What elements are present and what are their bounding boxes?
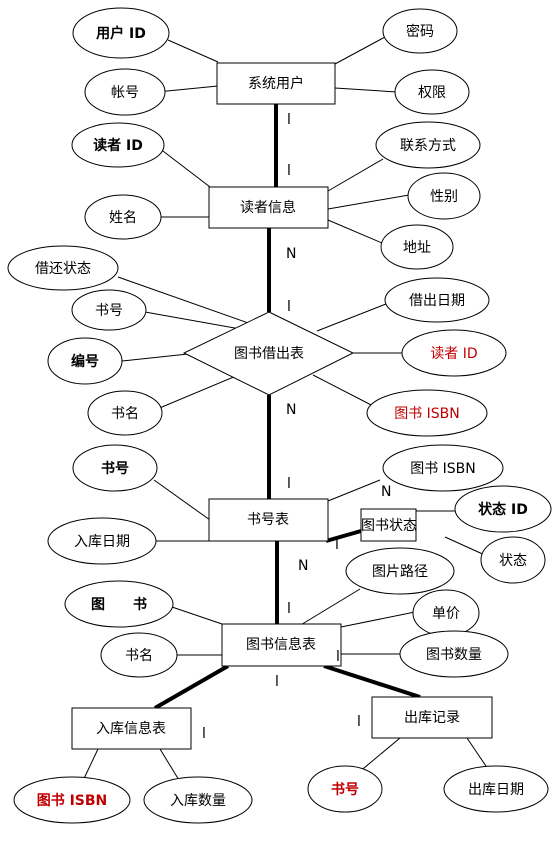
label-book-isbn-b: 图书 ISBN (410, 461, 476, 477)
label-book-no-b: 书号 (101, 460, 129, 477)
attribute-user-id (72, 7, 170, 59)
svg-text:图书状态: 图书状态 (361, 518, 417, 534)
label-book-no-c: 书号 (331, 781, 359, 798)
attribute-in-date (47, 517, 157, 565)
attribute-book-isbn-b (382, 444, 504, 492)
cardinality-one: l (287, 601, 291, 617)
svg-text:出库记录: 出库记录 (404, 710, 460, 726)
attribute-contact (375, 121, 481, 169)
attribute-reader-id-fk (401, 329, 507, 377)
label-permission: 权限 (418, 85, 446, 101)
cardinality-one: l (336, 649, 340, 665)
attribute-number (47, 337, 123, 385)
entity-system-user: 系统用户 (216, 62, 336, 105)
entity-booknum-table: 书号表 (208, 498, 329, 542)
label-unit-price: 单价 (432, 606, 460, 622)
attribute-in-qty (143, 776, 253, 824)
svg-text:系统用户: 系统用户 (248, 75, 304, 92)
relationship-lines (154, 104, 421, 710)
entity-book-status: 图书状态 (360, 508, 417, 542)
label-book-isbn-c: 图书 ISBN (37, 792, 108, 809)
cardinality-one: l (287, 476, 291, 492)
label-book-no-a: 书号 (95, 303, 123, 319)
attribute-book-isbn-fk (366, 389, 488, 437)
cardinality-one: l (287, 112, 291, 128)
svg-text:图书信息表: 图书信息表 (246, 636, 316, 653)
cardinality-one: l (202, 726, 206, 742)
cardinality-one: l (357, 714, 361, 730)
label-contact: 联系方式 (400, 138, 456, 154)
relationship-borrow-table: 图书借出表 (182, 311, 355, 396)
attribute-out-date (443, 765, 549, 813)
label-out-date: 出库日期 (468, 782, 524, 798)
attribute-name (84, 194, 162, 240)
svg-text:入库信息表: 入库信息表 (96, 720, 166, 737)
label-address: 地址 (403, 240, 431, 256)
cardinality-labels: l l N l N l N l N l l l l l (202, 112, 391, 742)
entity-reader-info: 读者信息 (208, 186, 329, 229)
label-number: 编号 (71, 353, 99, 370)
attribute-gender (407, 172, 481, 220)
cardinality-n: N (298, 558, 308, 574)
label-gender: 性别 (430, 189, 458, 205)
label-image-path: 图片路径 (372, 564, 428, 580)
cardinality-one: l (275, 674, 279, 690)
attribute-labels: 用户 ID 密码 帐号 权限 读者 ID 联系方式 性别 姓名 地址 借还状态 … (35, 23, 528, 809)
label-account: 帐号 (111, 85, 139, 101)
entity-out-record: 出库记录 (371, 696, 493, 739)
attribute-status-id (454, 485, 552, 533)
label-book-isbn-fk: 图书 ISBN (394, 406, 460, 422)
label-book-qty: 图书数量 (426, 647, 482, 663)
svg-text:图书借出表: 图书借出表 (234, 346, 304, 362)
label-name: 姓名 (109, 210, 137, 226)
attribute-status (480, 536, 546, 584)
label-reader-id: 读者 ID (93, 137, 143, 154)
label-user-id: 用户 ID (96, 25, 146, 42)
attribute-ellipses (7, 7, 552, 824)
attribute-image-path (345, 547, 455, 595)
label-status-id: 状态 ID (478, 501, 528, 518)
attribute-book-pk (64, 580, 174, 628)
attribute-password (382, 8, 458, 54)
svg-text:书号表: 书号表 (247, 512, 289, 528)
label-book-pk: 图 书 (91, 596, 147, 613)
label-in-qty: 入库数量 (170, 793, 226, 809)
attribute-book-no-a (71, 289, 147, 331)
svg-text:读者信息: 读者信息 (240, 199, 296, 216)
entity-in-info-table: 入库信息表 (71, 707, 192, 750)
attribute-permission (394, 69, 470, 115)
attribute-reader-id (71, 122, 165, 168)
cardinality-one: l (287, 163, 291, 179)
label-password: 密码 (406, 23, 434, 40)
label-status: 状态 (499, 553, 527, 569)
label-reader-id-fk: 读者 ID (430, 345, 477, 362)
attribute-book-name-a (87, 390, 163, 436)
attribute-borrow-status (7, 245, 119, 291)
attribute-borrow-date (384, 277, 490, 323)
attribute-book-qty (399, 630, 509, 678)
attribute-account (84, 68, 166, 116)
attribute-book-no-b (72, 444, 158, 492)
cardinality-n: N (286, 246, 296, 262)
attribute-book-name-b (100, 632, 178, 678)
connector-lines (79, 36, 491, 788)
attribute-book-no-c (307, 765, 383, 813)
attribute-book-isbn-c (13, 776, 131, 824)
label-borrow-date: 借出日期 (409, 293, 465, 309)
label-book-name-b: 书名 (125, 648, 153, 664)
entity-book-info-table: 图书信息表 (221, 623, 342, 667)
label-in-date: 入库日期 (74, 534, 130, 550)
label-book-name-a: 书名 (111, 406, 139, 422)
cardinality-n: N (286, 402, 296, 418)
cardinality-one: l (335, 537, 339, 553)
cardinality-one: l (287, 299, 291, 315)
attribute-address (380, 224, 454, 270)
cardinality-n: N (381, 484, 391, 500)
label-borrow-status: 借还状态 (35, 261, 91, 277)
